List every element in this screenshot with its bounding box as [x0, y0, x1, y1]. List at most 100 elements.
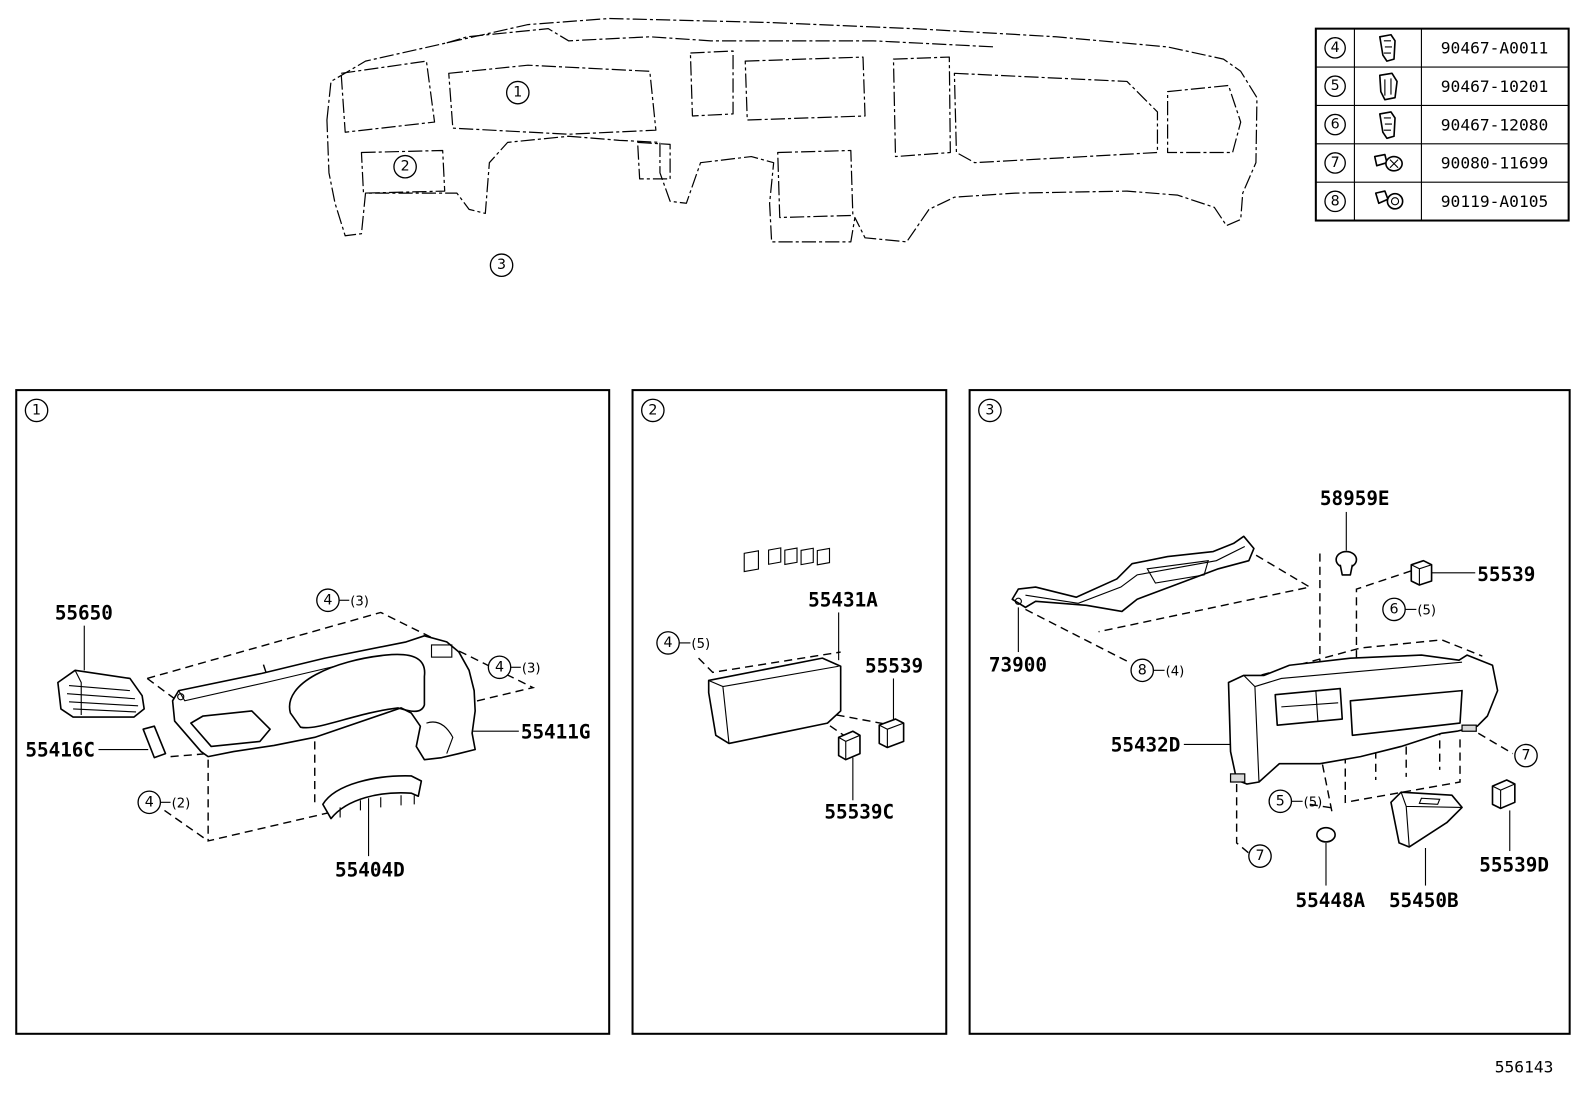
part-label-55539: 55539 [1477, 563, 1535, 586]
panel-3-number: 3 [985, 402, 994, 418]
panel-2-callout [641, 398, 665, 423]
left-lower-opening-outline [360, 149, 446, 194]
panel-tab [1229, 773, 1246, 783]
assembly-line [1309, 803, 1336, 810]
part-label-55411G: 55411G [521, 720, 591, 743]
assembly-line [1344, 739, 1461, 804]
table-row: 6 90467-12080 [1324, 111, 1549, 140]
part-label-55539D: 55539D [1479, 853, 1549, 876]
switch-blank-part [837, 730, 861, 761]
part-label-55416C: 55416C [25, 739, 95, 762]
trim-clip-part [142, 725, 167, 759]
table-part-number: 90467-12080 [1441, 115, 1549, 134]
clip-callout-quantity: (5) [691, 637, 710, 652]
clip-icon [1378, 33, 1396, 62]
parts-table: 4 90467-A0011 5 90467-10201 6 [1314, 27, 1570, 222]
table-ref-number: 7 [1331, 155, 1340, 171]
dashboard-outline [326, 17, 1258, 243]
part-label-73900: 73900 [989, 653, 1047, 676]
lower-center-opening-outline [777, 149, 854, 219]
overview-callout-1-number: 1 [513, 85, 522, 101]
panel-1-number: 1 [32, 402, 41, 418]
table-ref-number: 8 [1331, 193, 1340, 209]
switch-opening [743, 550, 759, 573]
detail-panel-3: 3 [968, 389, 1571, 1035]
panel-1-frame [15, 389, 611, 1035]
assembly-line [1025, 608, 1130, 663]
table-row: 7 90080-11699 [1324, 152, 1549, 174]
screw-callout-quantity: (4) [1166, 664, 1185, 679]
screw-icon [1374, 190, 1404, 210]
clip-callout-quantity: (2) [172, 796, 191, 811]
assembly-line [1319, 553, 1333, 813]
dashboard-overview: 1 2 3 [326, 17, 1258, 278]
part-label-55404D: 55404D [335, 858, 405, 881]
table-ref-number: 5 [1331, 78, 1340, 94]
screw-callout-number: 7 [1521, 748, 1530, 764]
clip-icon [1378, 72, 1398, 101]
overview-callout-3 [489, 253, 514, 278]
right-opening-outline [892, 56, 951, 158]
clip-icon [1378, 111, 1396, 140]
clip-callout-quantity: (5) [1304, 795, 1323, 810]
table-ref-circle [1324, 152, 1346, 174]
upper-edge-detail [446, 28, 996, 48]
assembly-line [261, 659, 267, 673]
panel-2-number: 2 [648, 402, 657, 418]
air-vent-part [57, 669, 145, 718]
assembly-line [1235, 784, 1250, 854]
parts-table-border [1314, 27, 1570, 222]
overview-callout-3-number: 3 [497, 257, 506, 273]
assembly-line [1355, 570, 1412, 671]
screw-callout [1514, 743, 1538, 768]
table-ref-circle [1324, 113, 1346, 136]
panel-3-callout [978, 398, 1002, 423]
storage-pocket-part [1390, 791, 1463, 848]
audio-opening-outline [744, 56, 866, 121]
panel-3-frame [968, 389, 1571, 1035]
panel-2-frame [631, 389, 948, 1035]
part-label-58959E: 58959E [1320, 487, 1390, 510]
table-part-number: 90467-A0011 [1441, 39, 1549, 58]
screw-callout-number: 7 [1255, 848, 1264, 864]
cluster-bezel-part [171, 634, 476, 761]
bracket-part [1011, 535, 1255, 613]
panel-1-callout [24, 398, 49, 423]
glovebox-area-outline [953, 72, 1159, 164]
assembly-line [146, 677, 176, 700]
screw-callout [1248, 844, 1272, 868]
overview-callout-2 [393, 154, 417, 179]
detail-panel-1: 1 55650 [15, 389, 611, 1035]
part-label-55539C: 55539C [824, 801, 894, 824]
clip-callout-quantity: (3) [522, 661, 541, 676]
switch-panel-part [707, 547, 842, 745]
part-label-55450B: 55450B [1389, 889, 1459, 912]
detail-panel-2: 2 55431A 55539 55539C [631, 389, 948, 1035]
assembly-line [698, 651, 841, 674]
center-opening-outline [689, 50, 734, 117]
table-ref-number: 6 [1331, 117, 1340, 133]
part-label-55539: 55539 [865, 654, 923, 677]
trim-strip-part [322, 775, 423, 820]
hole-plug-part [1316, 826, 1336, 843]
assembly-line [147, 611, 536, 704]
table-ref-circle [1324, 75, 1346, 98]
table-part-number: 90467-10201 [1441, 77, 1549, 96]
table-part-number: 90080-11699 [1441, 154, 1549, 173]
clip-callout-number: 6 [1389, 601, 1398, 617]
clip-callout-number: 4 [145, 794, 154, 810]
assembly-line [1477, 732, 1514, 755]
part-label-55431A: 55431A [808, 588, 878, 611]
push-clip-part [1335, 550, 1358, 576]
clip-callout-quantity: (5) [1417, 603, 1436, 618]
table-ref-circle [1324, 37, 1346, 59]
overview-callout-1 [505, 80, 530, 105]
left-vent-outline [340, 60, 436, 133]
clip-callout-number: 5 [1276, 793, 1285, 809]
clip-callout-number: 4 [664, 635, 673, 651]
table-ref-circle [1324, 190, 1346, 213]
screw-callout-number: 8 [1138, 662, 1147, 678]
table-part-number: 90119-A0105 [1441, 192, 1549, 211]
switch-blank-part [1410, 559, 1433, 586]
